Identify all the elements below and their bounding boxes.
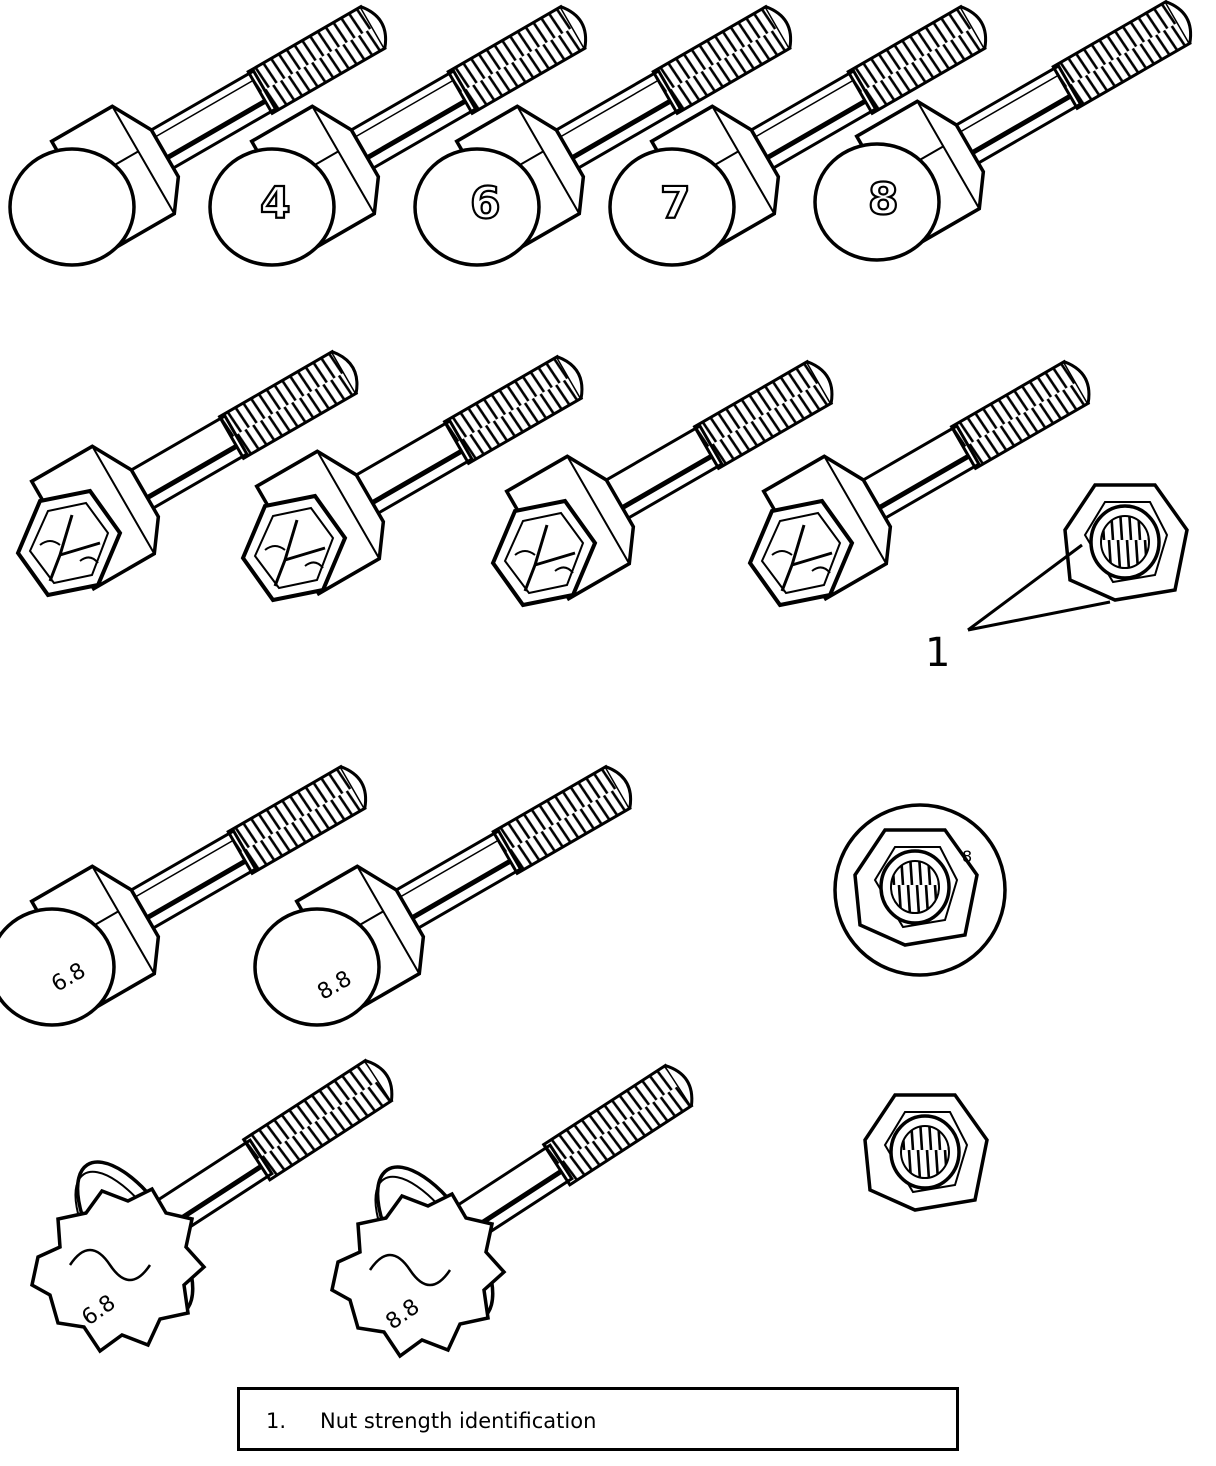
hex-nut bbox=[863, 1093, 989, 1212]
bolt-grade-8-8: 8.8 bbox=[255, 729, 657, 1025]
bolt-grade-6-8: 6.8 bbox=[0, 729, 392, 1025]
torx-bolt-8-8: 8.8 bbox=[332, 1006, 735, 1356]
head-mark-4: 4 bbox=[260, 178, 291, 229]
flange-nut: 8 bbox=[833, 803, 1007, 977]
bolt-grade-4: 4 bbox=[210, 0, 612, 265]
callout-label: 1 bbox=[925, 630, 950, 676]
legend-item-text: Nut strength identification bbox=[320, 1409, 597, 1433]
head-mark-6: 6 bbox=[470, 178, 501, 229]
nut-strength-marked bbox=[1063, 483, 1189, 602]
callout-1: 1 bbox=[925, 543, 1111, 676]
legend-box: 1. Nut strength identification bbox=[237, 1387, 959, 1451]
torx-bolt-6-8: 6.8 bbox=[32, 1001, 435, 1351]
legend-item-number: 1. bbox=[266, 1409, 287, 1433]
head-mark-7: 7 bbox=[660, 178, 691, 229]
flange-nut-mark: 8 bbox=[962, 847, 972, 866]
head-mark-8: 8 bbox=[868, 174, 899, 225]
bolt-grade-8: 8 bbox=[815, 0, 1216, 260]
bolt-grade-6: 6 bbox=[415, 0, 817, 265]
bolt-grade-7: 7 bbox=[610, 0, 1012, 265]
